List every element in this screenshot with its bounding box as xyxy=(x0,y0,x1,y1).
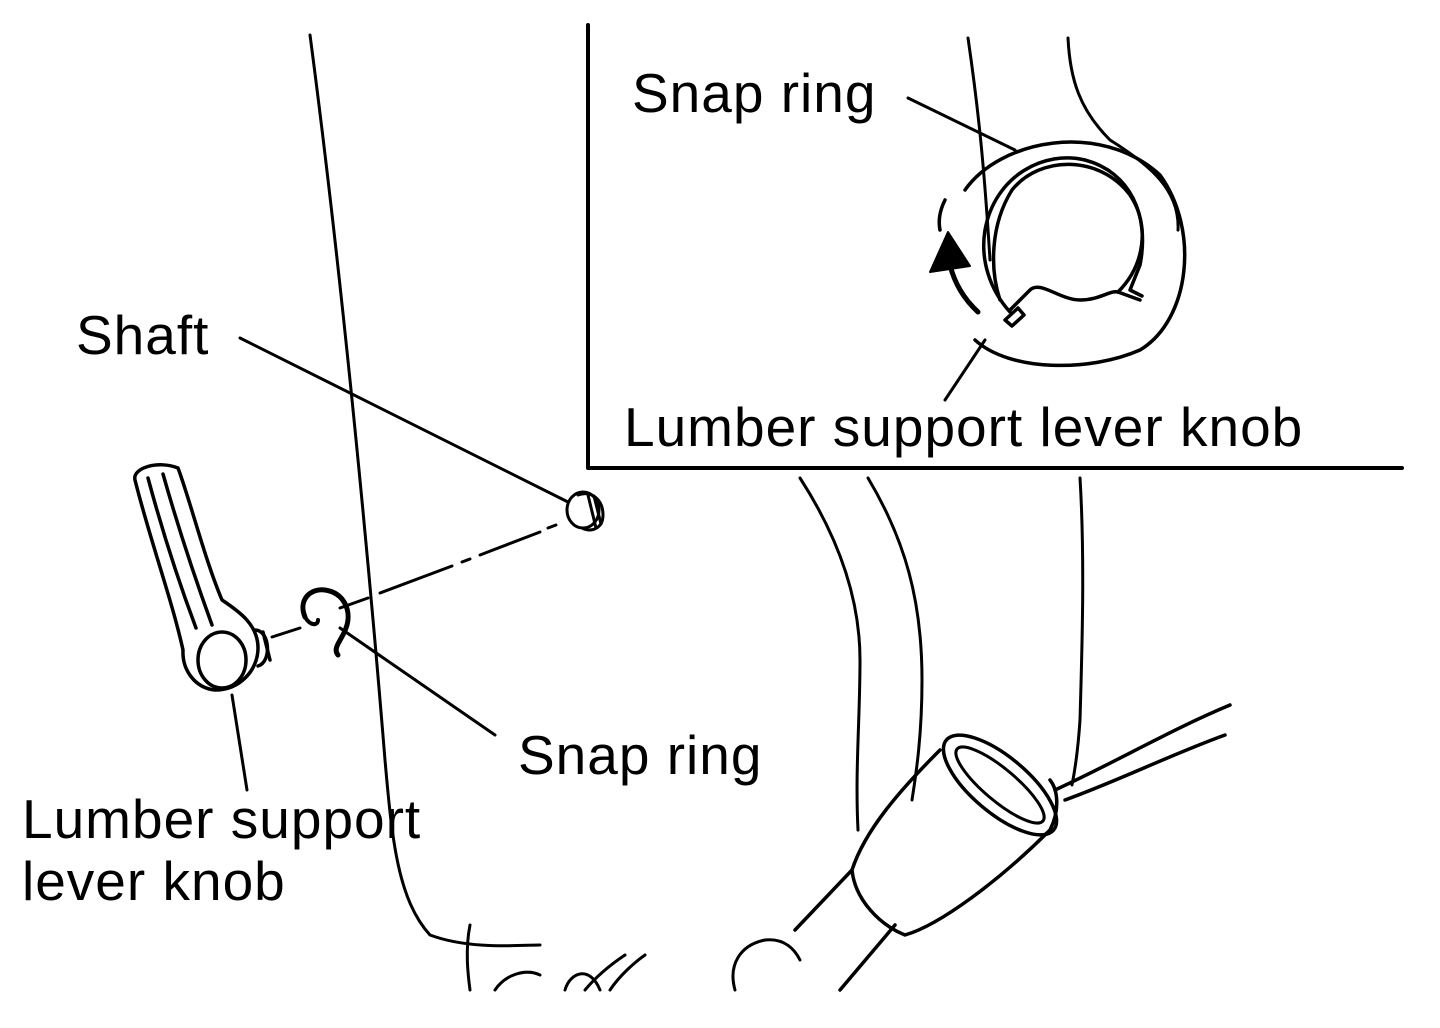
inset-snap-ring-label: Snap ring xyxy=(632,62,877,124)
snap-ring-label: Snap ring xyxy=(518,724,763,786)
inset-lever-knob-label: Lumber support lever knob xyxy=(624,396,1304,458)
inset-frame xyxy=(586,23,1404,470)
belt-buckle xyxy=(793,703,1232,992)
leader-lines xyxy=(230,336,570,792)
inset-detail xyxy=(929,140,1187,368)
lever-knob-label-line2: lever knob xyxy=(22,850,286,912)
lever-knob-label: Lumber support lever knob xyxy=(22,788,421,912)
lever-knob-part xyxy=(133,463,272,692)
seat-base xyxy=(465,923,802,992)
alignment-line xyxy=(270,523,558,639)
shaft-part xyxy=(565,490,605,532)
inset-leader-lines xyxy=(906,96,1017,402)
seat-panel-edge xyxy=(308,33,542,948)
snap-ring-part xyxy=(300,587,351,658)
shaft-label: Shaft xyxy=(76,304,210,366)
lever-knob-label-line1: Lumber support xyxy=(22,788,422,850)
